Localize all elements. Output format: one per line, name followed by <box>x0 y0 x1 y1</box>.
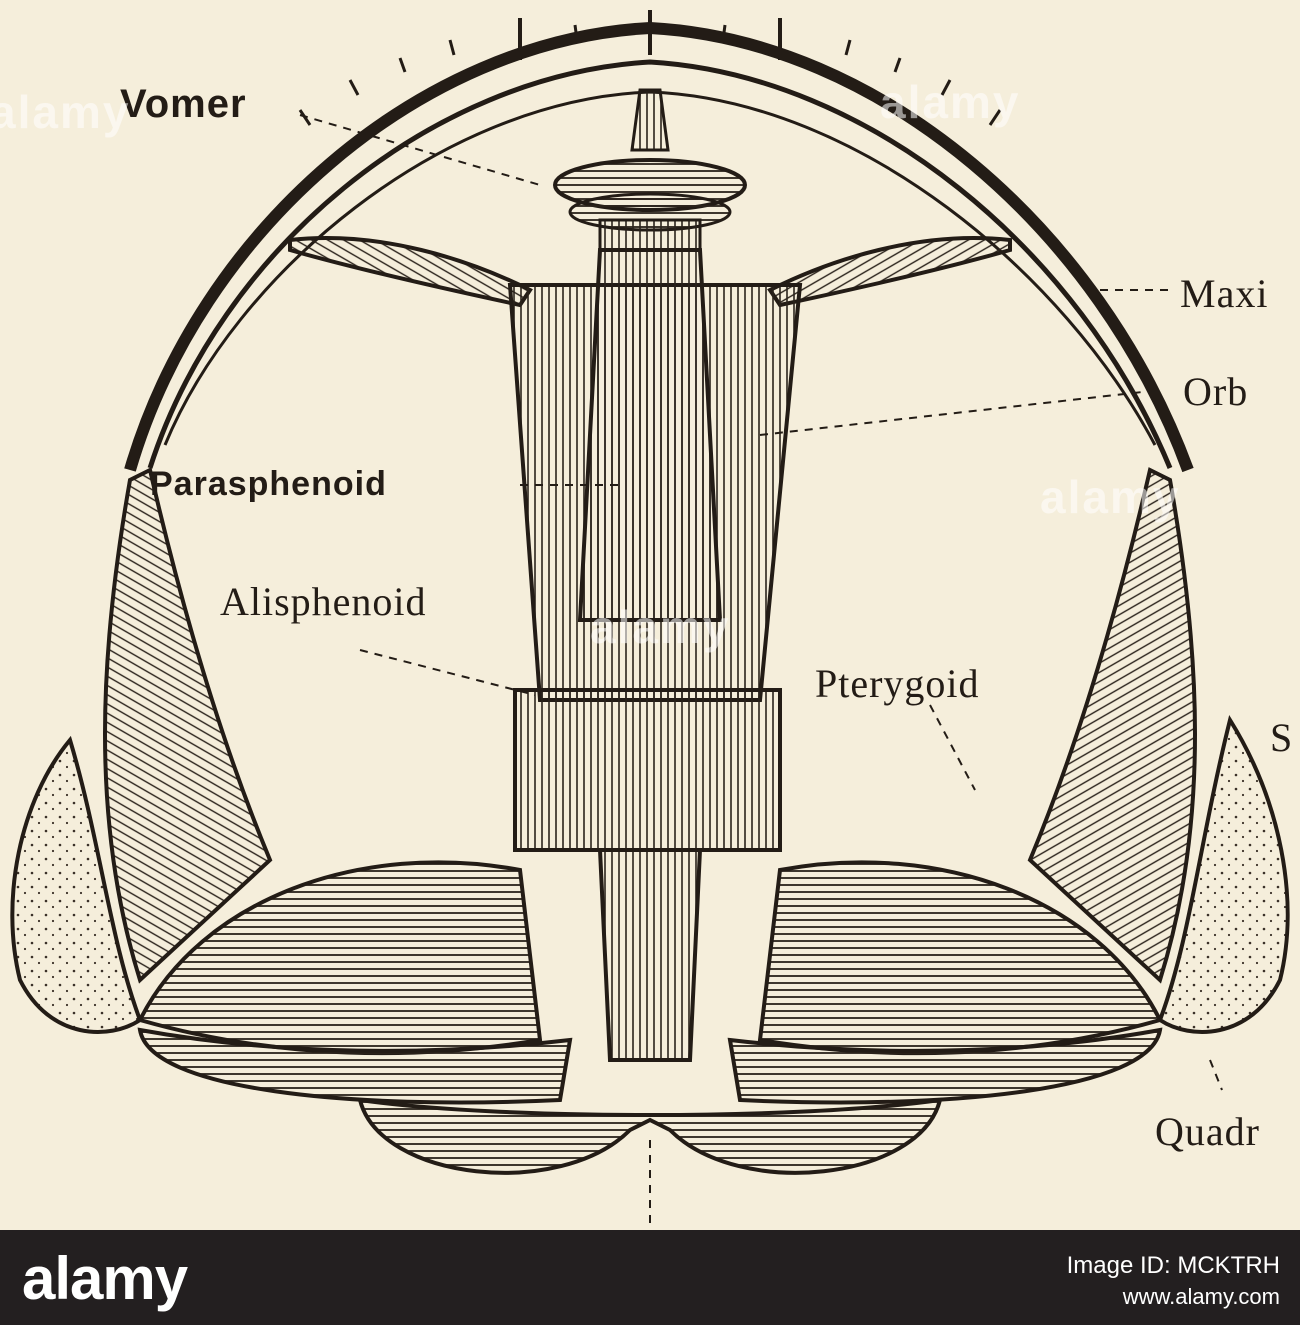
label-vomer: Vomer <box>120 82 247 126</box>
label-parasphenoid: Parasphenoid <box>150 465 387 503</box>
watermark-1: alamy <box>0 86 131 138</box>
site-link[interactable]: www.alamy.com <box>1122 1284 1280 1309</box>
watermark-3: alamy <box>1040 471 1181 523</box>
otic-region <box>137 860 1163 1175</box>
label-alisphenoid: Alisphenoid <box>220 579 427 624</box>
label-maxilla: Maxi <box>1180 271 1269 316</box>
footer-meta: Image ID: MCKTRH www.alamy.com <box>1067 1252 1280 1310</box>
quadrate-wings <box>10 714 1290 1034</box>
label-quadrate: Quadr <box>1155 1109 1260 1154</box>
footer-bar: alamy Image ID: MCKTRH www.alamy.com <box>0 1230 1300 1325</box>
alamy-logo[interactable]: alamy <box>22 1245 188 1312</box>
skull-diagram: Vomer Maxi Orb Parasphenoid Alisphenoid … <box>0 10 1294 1230</box>
watermark-2: alamy <box>880 76 1021 128</box>
image-id: Image ID: MCKTRH <box>1066 1252 1280 1279</box>
leader-lines <box>299 114 1223 1230</box>
parasphenoid-bone <box>507 248 803 1062</box>
pterygoid-bones <box>103 467 1197 984</box>
label-orbit: Orb <box>1183 369 1249 414</box>
skull-drawing <box>10 10 1290 1230</box>
label-pterygoid: Pterygoid <box>815 661 980 706</box>
vomer-bone <box>553 88 747 252</box>
label-squamosal: S <box>1270 715 1294 760</box>
watermark-4: alamy <box>590 601 731 653</box>
